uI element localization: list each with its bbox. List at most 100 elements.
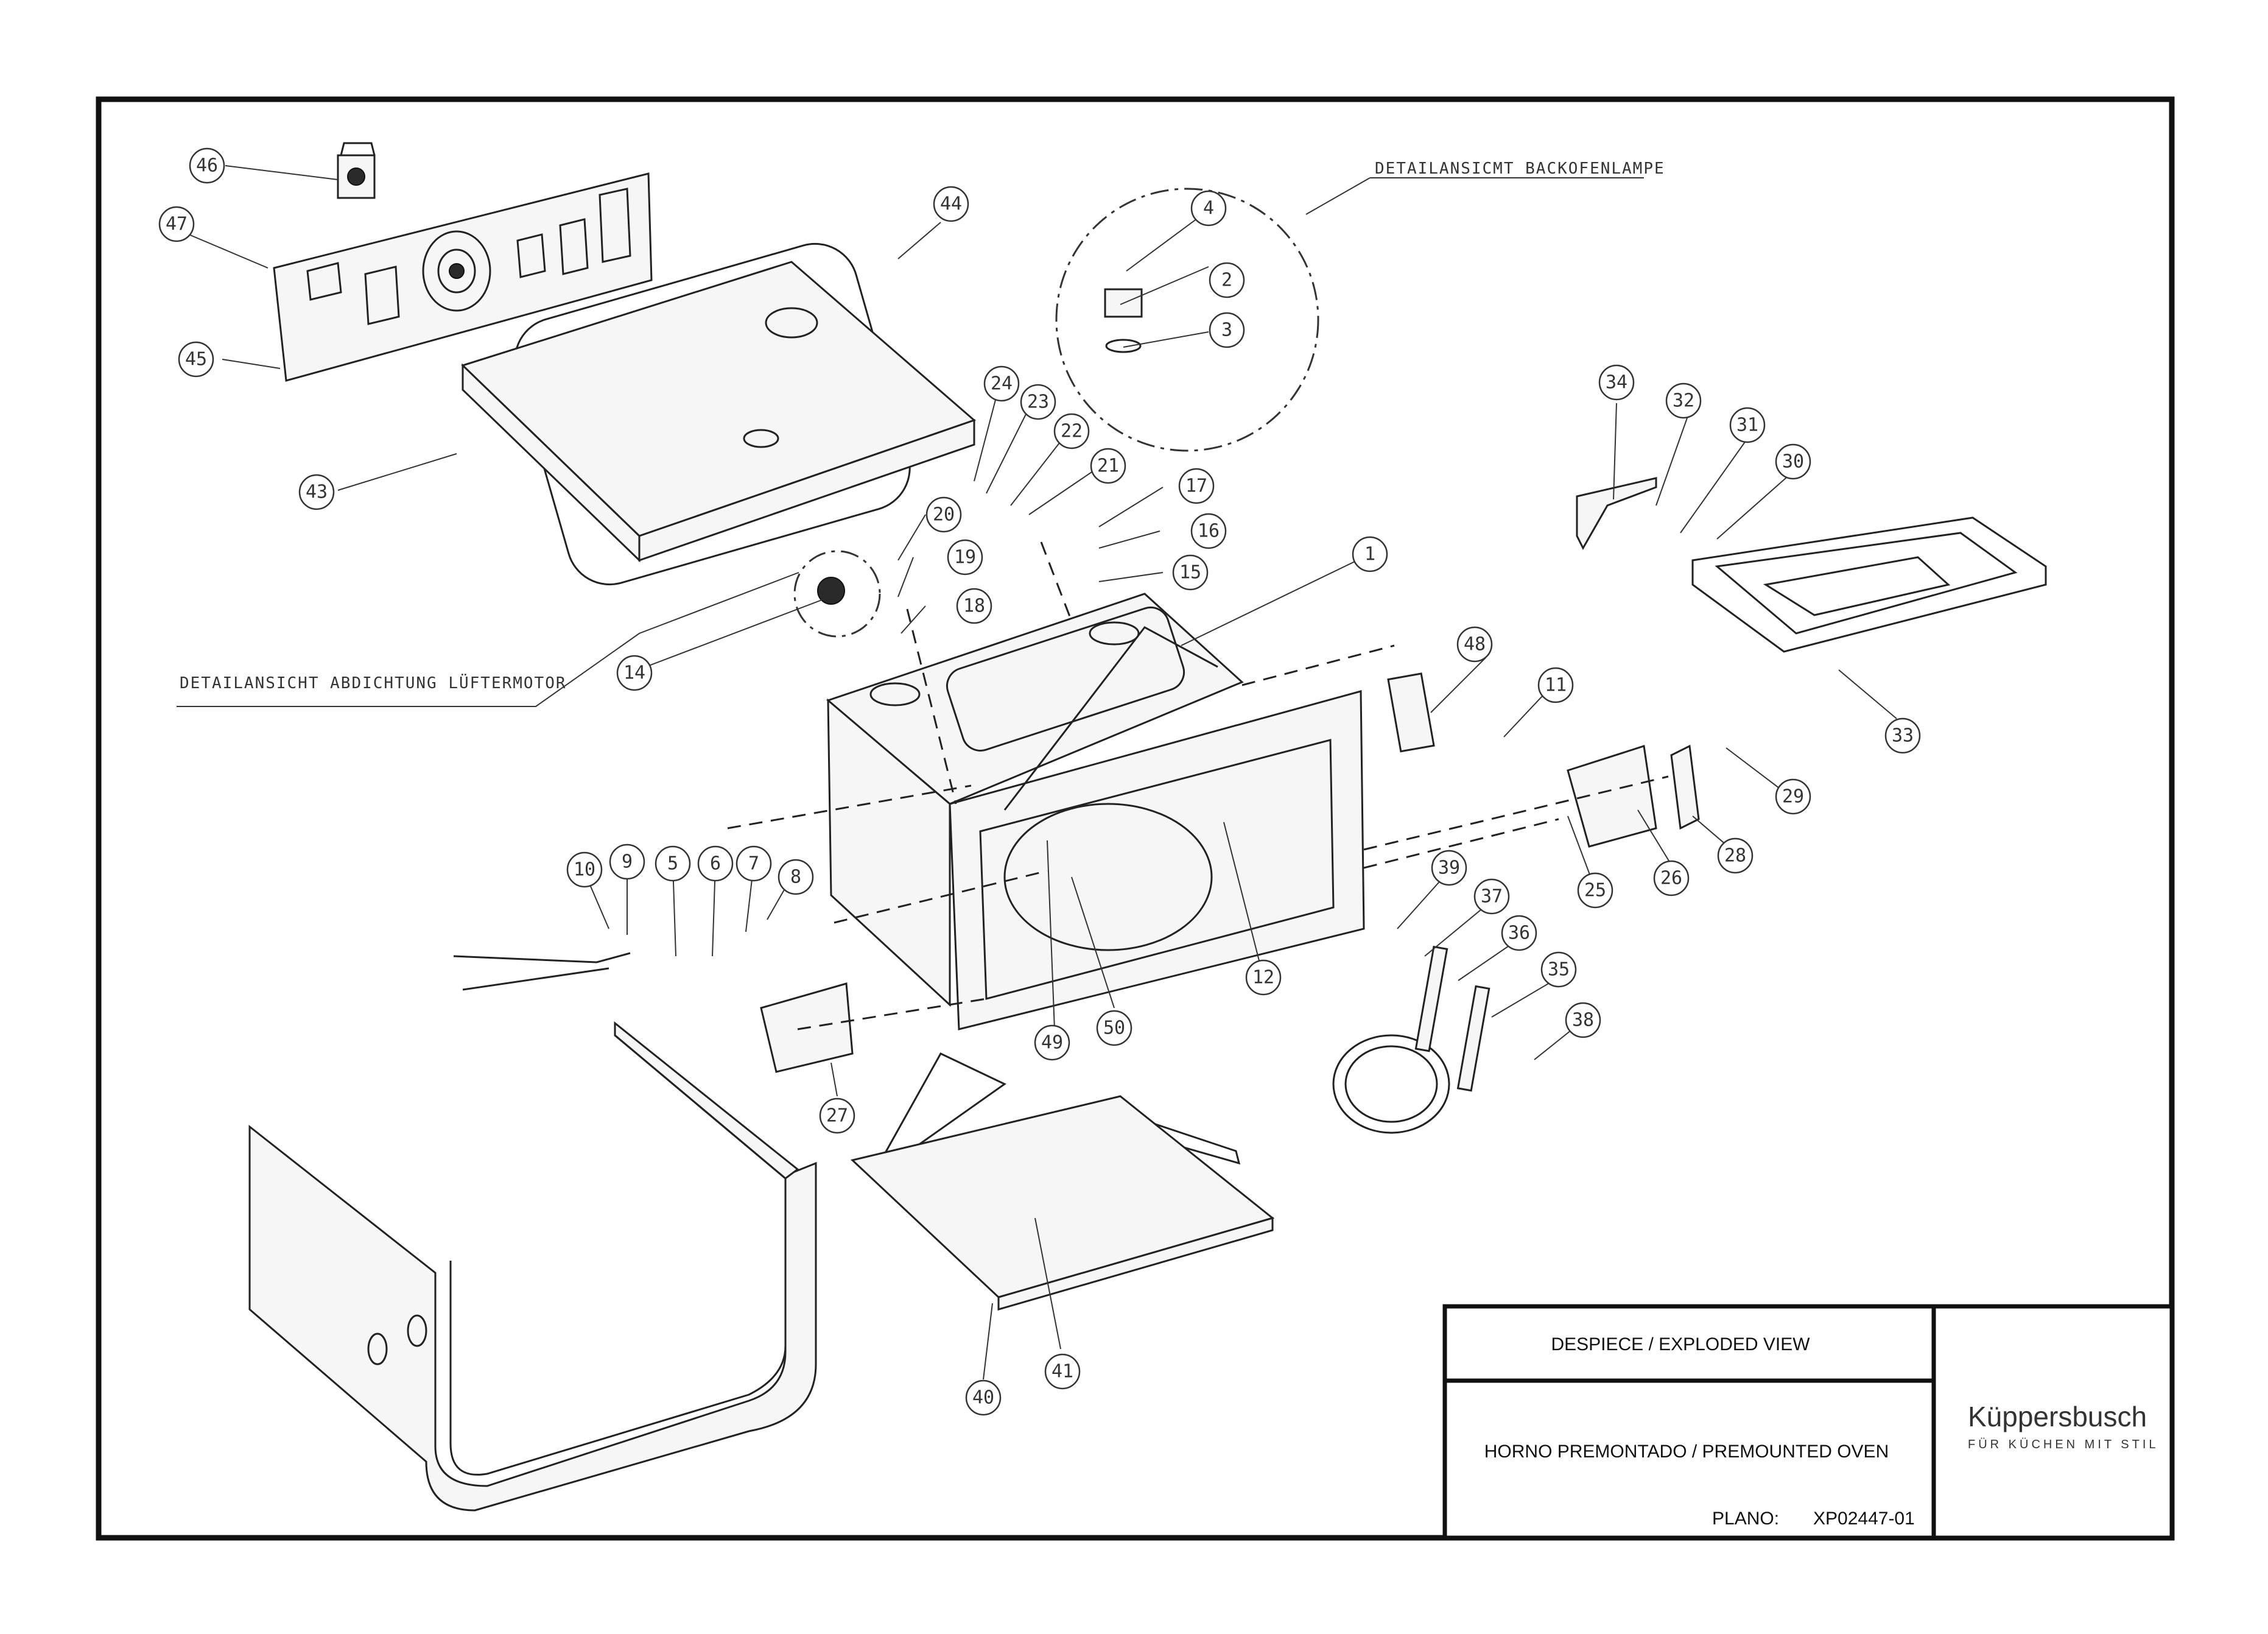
svg-text:49: 49 [1041, 1032, 1063, 1054]
svg-text:47: 47 [166, 214, 188, 235]
plano-label: PLANO: [1712, 1509, 1779, 1529]
callout-22: 22 [1053, 413, 1090, 449]
callout-4: 4 [1190, 190, 1227, 227]
ring-heater-part [1332, 945, 1490, 1134]
svg-text:39: 39 [1438, 857, 1460, 879]
callout-15: 15 [1172, 554, 1209, 591]
callout-50: 50 [1096, 1010, 1132, 1046]
svg-text:36: 36 [1508, 923, 1530, 944]
callout-37: 37 [1473, 878, 1510, 915]
callout-23: 23 [1020, 384, 1056, 420]
title-block: DESPIECE / EXPLODED VIEW HORNO PREMONTAD… [1442, 1304, 2174, 1540]
svg-text:23: 23 [1027, 392, 1049, 413]
callout-18: 18 [956, 588, 992, 624]
svg-text:50: 50 [1103, 1018, 1125, 1039]
svg-text:32: 32 [1673, 390, 1694, 412]
bottom-housing-part [248, 1021, 817, 1512]
svg-text:17: 17 [1185, 476, 1207, 497]
callout-19: 19 [947, 539, 983, 576]
callout-36: 36 [1501, 915, 1537, 951]
fan-motor-part [337, 142, 376, 199]
callout-2: 2 [1209, 262, 1245, 298]
svg-text:14: 14 [623, 663, 645, 684]
svg-text:25: 25 [1584, 880, 1606, 901]
cable-part [453, 952, 631, 991]
svg-text:34: 34 [1606, 372, 1627, 393]
callout-12: 12 [1245, 959, 1282, 996]
assembly-lines [727, 541, 1669, 1030]
svg-text:48: 48 [1464, 634, 1486, 655]
callout-49: 49 [1034, 1024, 1070, 1061]
svg-text:31: 31 [1736, 415, 1758, 436]
callout-47: 47 [158, 206, 195, 242]
callout-17: 17 [1178, 468, 1215, 504]
svg-text:24: 24 [991, 373, 1013, 395]
callout-14: 14 [616, 655, 653, 691]
svg-text:29: 29 [1782, 786, 1804, 808]
svg-text:26: 26 [1660, 868, 1682, 889]
callout-6: 6 [697, 845, 734, 882]
svg-text:46: 46 [196, 155, 218, 177]
callout-28: 28 [1717, 837, 1754, 874]
callout-24: 24 [983, 365, 1020, 402]
callout-10: 10 [566, 851, 603, 888]
callout-35: 35 [1540, 951, 1577, 988]
svg-text:22: 22 [1061, 421, 1083, 442]
callout-16: 16 [1190, 513, 1227, 549]
svg-text:21: 21 [1097, 456, 1119, 477]
fan-seal-detail-view [177, 550, 881, 707]
svg-text:41: 41 [1051, 1361, 1073, 1382]
callout-31: 31 [1729, 407, 1766, 443]
plano-number: XP02447-01 [1813, 1509, 1915, 1529]
svg-text:8: 8 [790, 867, 801, 888]
svg-text:7: 7 [748, 853, 759, 875]
oven-cavity-part [826, 593, 1365, 1030]
fan-seal-detail-label: DETAILANSICHT ABDICHTUNG LÜFTERMOTOR [180, 673, 567, 692]
callout-32: 32 [1665, 382, 1702, 419]
svg-text:44: 44 [940, 194, 962, 215]
callout-29: 29 [1775, 778, 1811, 815]
bottom-plate-part [850, 1095, 1275, 1311]
callout-33: 33 [1884, 717, 1921, 754]
svg-text:45: 45 [185, 349, 207, 370]
brand-slogan-text: FÜR KÜCHEN MIT STIL [1968, 1438, 2159, 1451]
svg-text:9: 9 [622, 851, 633, 873]
callout-41: 41 [1044, 1353, 1081, 1390]
control-panel-part [273, 172, 653, 382]
svg-text:2: 2 [1221, 270, 1232, 291]
svg-text:16: 16 [1198, 521, 1220, 542]
svg-text:15: 15 [1179, 562, 1201, 583]
callout-1: 1 [1352, 536, 1388, 572]
callout-27: 27 [819, 1097, 855, 1134]
thermostat-bracket-part [1567, 744, 1700, 848]
callout-26: 26 [1653, 860, 1690, 896]
callout-34: 34 [1598, 364, 1635, 401]
svg-text:43: 43 [306, 482, 328, 503]
svg-text:28: 28 [1724, 845, 1746, 867]
svg-text:11: 11 [1545, 675, 1567, 696]
grill-heater-part [1691, 516, 2047, 653]
callout-9: 9 [609, 843, 645, 880]
callout-8: 8 [778, 859, 814, 895]
callout-39: 39 [1431, 850, 1467, 886]
callouts: 1 2 3 4 5 6 7 8 9 10 11 12 14 15 16 17 1… [158, 147, 1921, 1416]
callout-48: 48 [1456, 626, 1493, 663]
svg-text:5: 5 [667, 853, 678, 875]
callout-45: 45 [178, 341, 214, 378]
svg-text:6: 6 [710, 853, 721, 875]
svg-text:33: 33 [1892, 725, 1914, 747]
svg-text:38: 38 [1572, 1010, 1594, 1031]
svg-text:27: 27 [826, 1105, 848, 1127]
callout-46: 46 [189, 147, 225, 184]
svg-text:1: 1 [1364, 544, 1375, 565]
lamp-detail-view [1055, 188, 1319, 452]
svg-text:3: 3 [1221, 320, 1232, 341]
svg-text:37: 37 [1481, 886, 1503, 907]
svg-text:10: 10 [574, 859, 595, 881]
drawing-border [96, 96, 2175, 1541]
callout-20: 20 [925, 496, 962, 533]
callout-38: 38 [1565, 1002, 1601, 1038]
callout-21: 21 [1090, 448, 1126, 484]
svg-text:18: 18 [963, 596, 985, 617]
heater-bracket-part [1576, 477, 1657, 551]
